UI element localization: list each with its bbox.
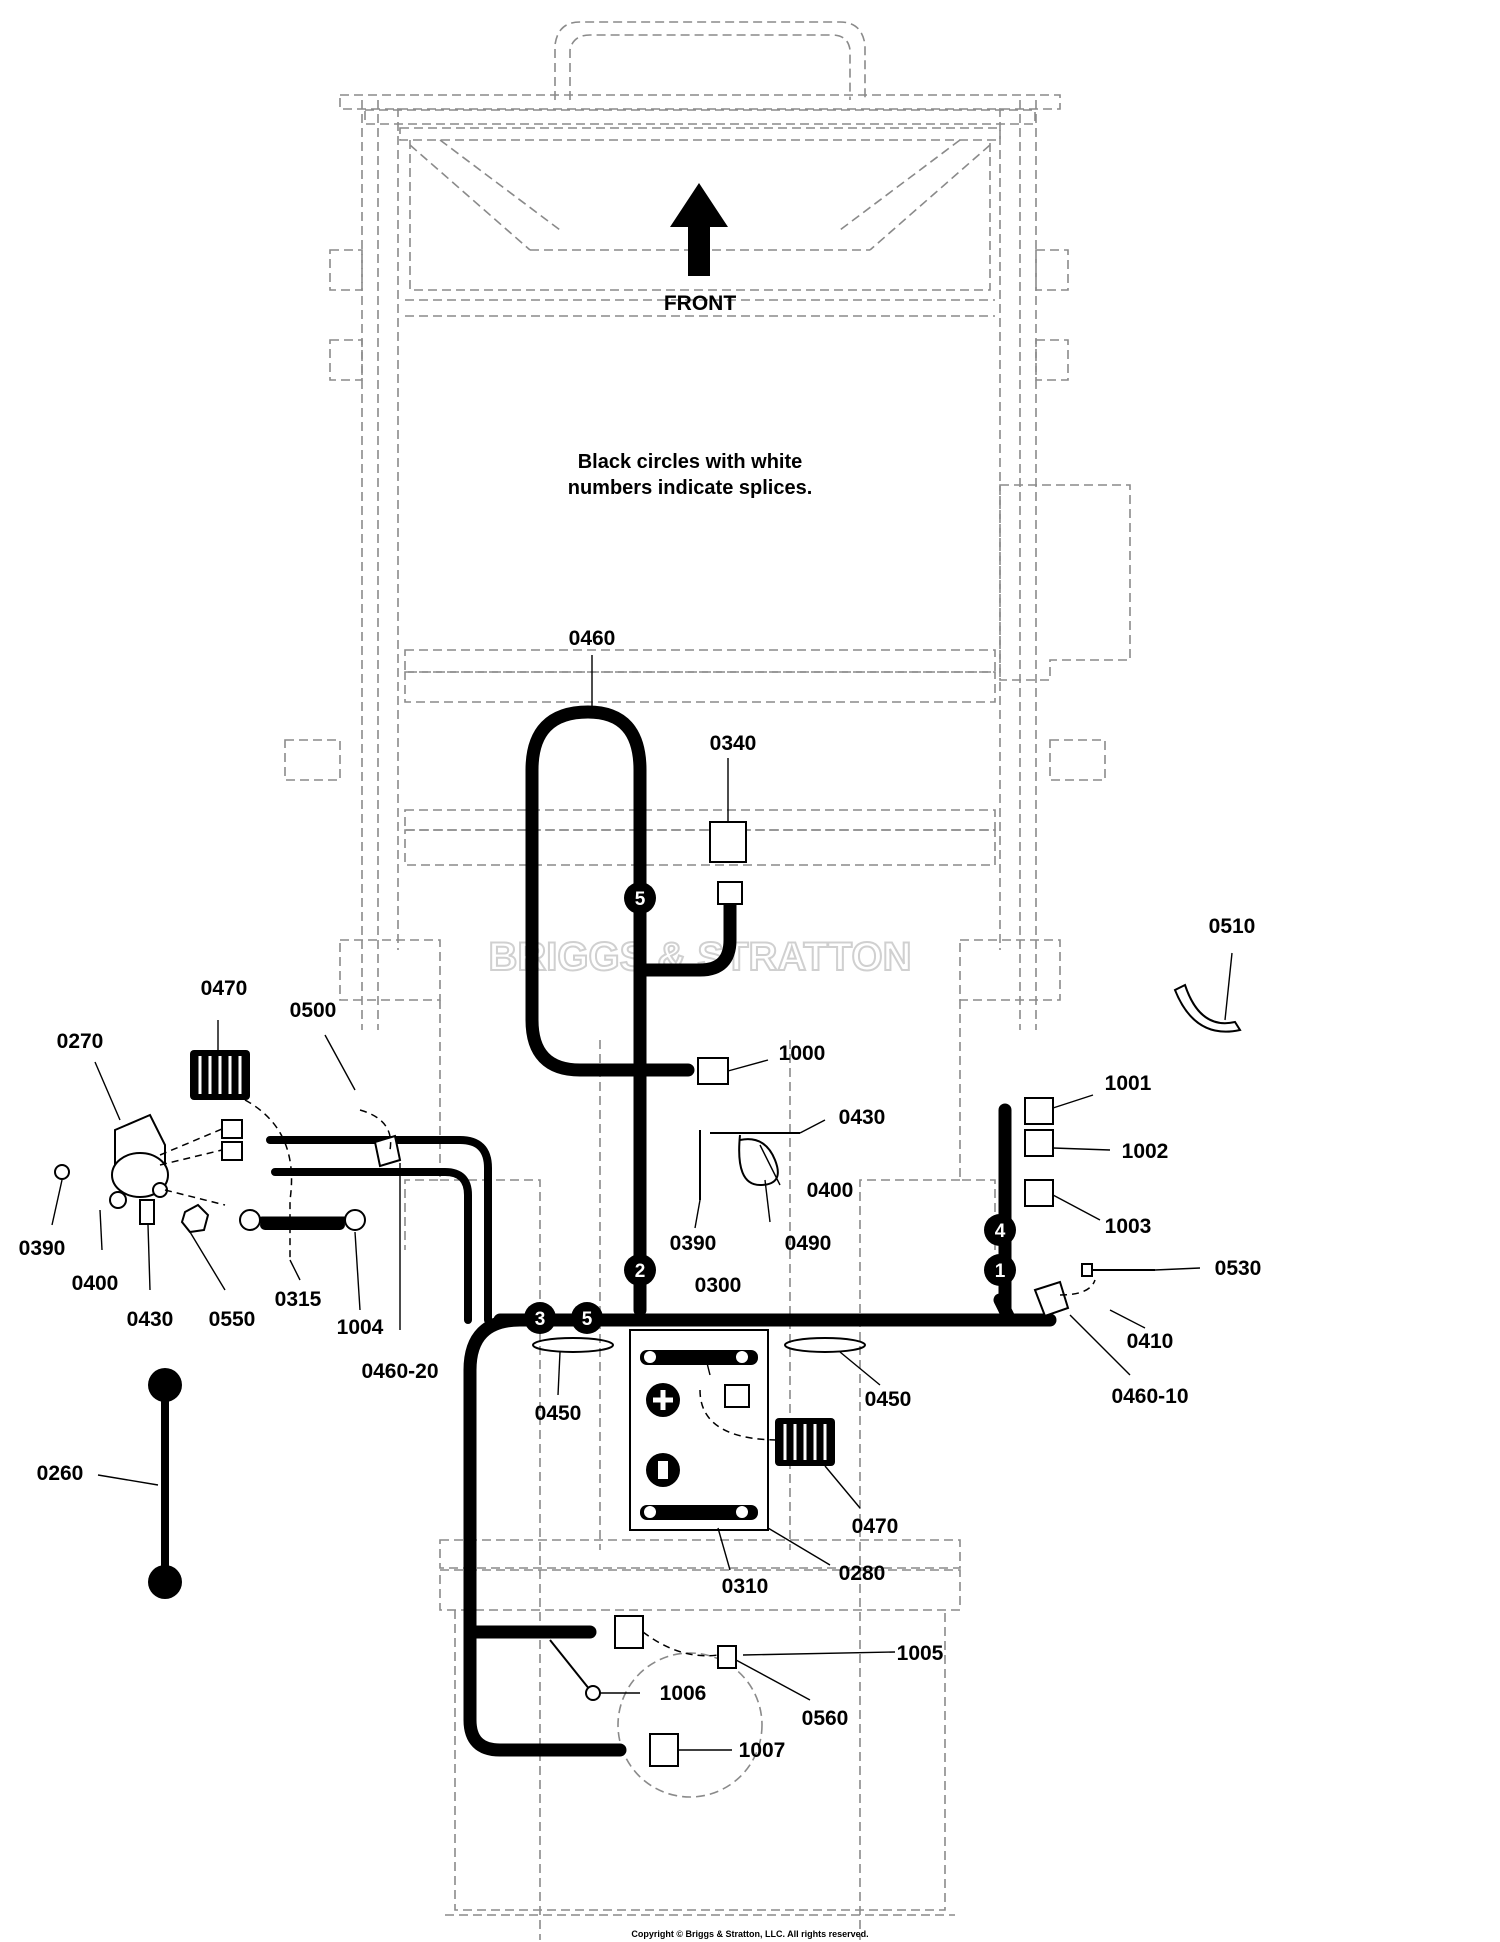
callout-0460: 0460 [569,627,616,650]
straps-0450 [532,1337,866,1353]
splice-3: 3 [524,1302,556,1334]
splices: 5 2 3 5 4 1 [524,882,1016,1334]
callout-1004: 1004 [337,1316,384,1339]
callout-0300: 0300 [695,1274,742,1297]
callout-0410: 0410 [1127,1330,1174,1353]
callout-1007: 1007 [739,1739,786,1762]
callout-1005: 1005 [897,1642,944,1665]
connector-1002 [1024,1129,1054,1157]
callout-1000: 1000 [779,1042,826,1065]
front-arrow-icon [670,183,728,276]
solenoid-0270 [54,1113,210,1234]
callout-labels: 0460 0340 0510 0470 0500 0270 1000 1001 … [19,627,1262,1762]
note-line-1: Black circles with white [578,451,803,473]
callout-0470-top: 0470 [201,977,248,1000]
battery-0280 [629,1329,769,1531]
connector-0560 [717,1645,737,1669]
callout-0460-10: 0460-10 [1111,1385,1188,1408]
splice-5-upper: 5 [624,882,656,914]
callout-0510: 0510 [1209,915,1256,938]
callout-1006: 1006 [660,1682,707,1705]
connector-1001 [1024,1097,1054,1125]
connector-1005 [614,1615,644,1649]
dashed-links [159,1099,1096,1657]
callout-1001: 1001 [1105,1072,1152,1095]
harness-0460 [260,705,1057,1757]
connector-1007 [649,1733,679,1767]
callout-1003: 1003 [1105,1215,1152,1238]
callout-0450-left: 0450 [535,1402,582,1425]
callout-0430-left: 0430 [127,1308,174,1331]
callout-0490: 0490 [785,1232,832,1255]
callout-0400-right: 0400 [807,1179,854,1202]
splice-1: 1 [984,1254,1016,1286]
copyright-text: Copyright © Briggs & Stratton, LLC. All … [631,1929,868,1939]
connector-0270-b [221,1141,243,1161]
cables [148,983,1242,1701]
callout-0310: 0310 [722,1575,769,1598]
callout-0390-right: 0390 [670,1232,717,1255]
switch-0340 [709,821,747,863]
callout-0530: 0530 [1215,1257,1262,1280]
callout-0400-left: 0400 [72,1272,119,1295]
callout-0280: 0280 [839,1562,886,1585]
callout-0450-right: 0450 [865,1388,912,1411]
connector-1003 [1024,1179,1054,1207]
callout-0340: 0340 [710,732,757,755]
terminal-cover-0470-bottom [775,1418,835,1466]
svg-text:3: 3 [535,1309,546,1330]
svg-text:5: 5 [582,1309,593,1330]
connector-1000 [697,1057,729,1085]
callout-0270: 0270 [57,1030,104,1053]
connector-0340-plug [717,881,743,905]
splice-5-lower: 5 [571,1302,603,1334]
callout-0560: 0560 [802,1707,849,1730]
callout-0500: 0500 [290,999,337,1022]
splice-2: 2 [624,1254,656,1286]
leader-lines [51,655,1233,1751]
svg-text:4: 4 [995,1221,1006,1242]
front-label: FRONT [664,292,736,315]
callout-0260: 0260 [37,1462,84,1485]
callout-0390-left: 0390 [19,1237,66,1260]
callout-0460-20: 0460-20 [361,1360,438,1383]
callout-0315: 0315 [275,1288,322,1311]
connector-0270-a [221,1119,243,1139]
callout-0470-bottom: 0470 [852,1515,899,1538]
svg-text:2: 2 [635,1261,646,1282]
splice-4: 4 [984,1214,1016,1246]
callout-1002: 1002 [1122,1140,1169,1163]
callout-0550: 0550 [209,1308,256,1331]
callout-0430-right: 0430 [839,1106,886,1129]
terminal-cover-0470-top [190,1050,250,1100]
svg-text:5: 5 [635,889,646,910]
note-line-2: numbers indicate splices. [568,477,813,499]
svg-text:1: 1 [995,1261,1006,1282]
